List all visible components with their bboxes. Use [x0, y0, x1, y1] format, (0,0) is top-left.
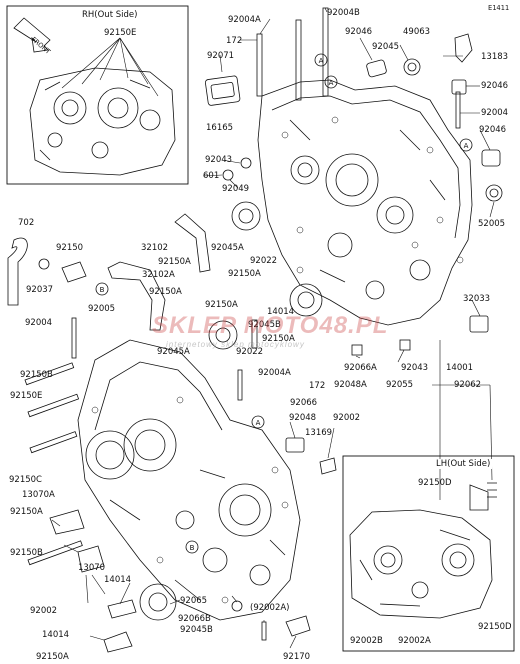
front-arrow-icon	[13, 17, 51, 53]
part-label: 92150B	[20, 370, 53, 380]
part-label: 92045B	[248, 320, 281, 330]
part-label: 92150A	[10, 507, 43, 517]
part-label: 92150A	[205, 300, 238, 310]
misc-parts	[7, 33, 497, 653]
part-label: 92150B	[10, 548, 43, 558]
part-label: 92046	[345, 27, 373, 37]
rh-inset-part-label: 92150E	[104, 28, 137, 38]
part-label: 49063	[403, 27, 431, 37]
part-label: 92045B	[180, 625, 213, 635]
lh-inset-engine-drawing	[349, 509, 493, 619]
watermark-tagline: internetowy sklep motocyklowy	[166, 340, 305, 349]
part-label: 92150A	[228, 269, 261, 279]
right-crankcase-drawing	[257, 79, 473, 326]
ref-a-marker: A	[329, 79, 334, 87]
part-label: 92066A	[344, 363, 377, 373]
part-label: 92046	[481, 81, 509, 91]
part-label: 92004	[25, 318, 53, 328]
part-label: 92065	[180, 596, 208, 606]
part-label: 13169	[305, 428, 333, 438]
part-label: 92045A	[157, 347, 190, 357]
part-label: 92150A	[149, 287, 182, 297]
leader-lines	[51, 7, 495, 649]
ref-a-marker: A	[256, 419, 261, 427]
left-crankcase-drawing	[77, 339, 301, 621]
part-label: 92066	[290, 398, 318, 408]
part-label: 14014	[104, 575, 132, 585]
part-label: 32102A	[142, 270, 175, 280]
part-label: 92150C	[9, 475, 42, 485]
part-label: 14001	[446, 363, 474, 373]
lh-inset-title: LH(Out Side)	[434, 459, 493, 469]
ref-b-marker: B	[190, 544, 195, 552]
rh-inset-engine-drawing	[29, 37, 176, 176]
part-label: 14014	[42, 630, 70, 640]
part-label: 601	[203, 171, 220, 181]
part-label: 92046	[479, 125, 507, 135]
part-label: 92048A	[334, 380, 367, 390]
part-label: 92045	[372, 42, 400, 52]
part-label: 172	[226, 36, 243, 46]
part-label: 172	[309, 381, 326, 391]
reference-markers	[95, 53, 473, 554]
part-label: 13070A	[22, 490, 55, 500]
part-label: 16165	[206, 123, 234, 133]
part-label: 92037	[26, 285, 54, 295]
part-label: 92004A	[258, 368, 291, 378]
part-label: 92055	[386, 380, 414, 390]
part-label: 92004A	[228, 15, 261, 25]
part-label: 13070	[78, 563, 106, 573]
part-label: 702	[18, 218, 35, 228]
part-label: 92045A	[211, 243, 244, 253]
lh-inset-part-label: 92002B	[350, 636, 383, 646]
rh-inset-title: RH(Out Side)	[80, 10, 140, 20]
part-label: 92004	[481, 108, 509, 118]
ref-b-marker: B	[100, 286, 105, 294]
part-label: 92049	[222, 184, 250, 194]
part-label: 92005	[88, 304, 116, 314]
part-label: 14014	[267, 307, 295, 317]
part-label: 92004B	[327, 8, 360, 18]
part-label: 92150	[56, 243, 84, 253]
part-label: 92043	[205, 155, 233, 165]
part-label: 92022	[250, 256, 278, 266]
rh-inset-frame	[6, 5, 189, 185]
part-label: 92048	[289, 413, 317, 423]
bearings	[139, 58, 503, 621]
part-label: (92002A)	[250, 603, 290, 613]
part-label: 92022	[236, 347, 264, 357]
part-label: 92150A	[158, 257, 191, 267]
part-label: 13183	[481, 52, 509, 62]
lh-inset-frame	[342, 455, 515, 652]
lh-inset-part-label: 92002A	[398, 636, 431, 646]
part-label: 52005	[478, 219, 506, 229]
part-label: 92002	[30, 606, 58, 616]
part-label: 92150A	[262, 334, 295, 344]
watermark-brand: SKLEP MOTO48.PL	[152, 312, 389, 339]
part-label: 92071	[207, 51, 235, 61]
part-label: 92002	[333, 413, 361, 423]
lh-inset-part-label: 92150D	[418, 478, 452, 488]
part-label: 32033	[463, 294, 491, 304]
lh-inset-part-label: 92150D	[478, 622, 512, 632]
part-label: 92170	[283, 652, 311, 662]
ref-a-marker: A	[464, 142, 469, 150]
part-label: 92150A	[36, 652, 69, 662]
part-label: 32102	[141, 243, 169, 253]
ref-a-marker: A	[319, 57, 324, 65]
studs-and-bolts	[24, 7, 461, 641]
part-label: 92066B	[178, 614, 211, 624]
part-label: 92062	[454, 380, 482, 390]
figure-code: E1411	[488, 4, 510, 12]
part-label: 92043	[401, 363, 429, 373]
part-label: 92150E	[10, 391, 43, 401]
